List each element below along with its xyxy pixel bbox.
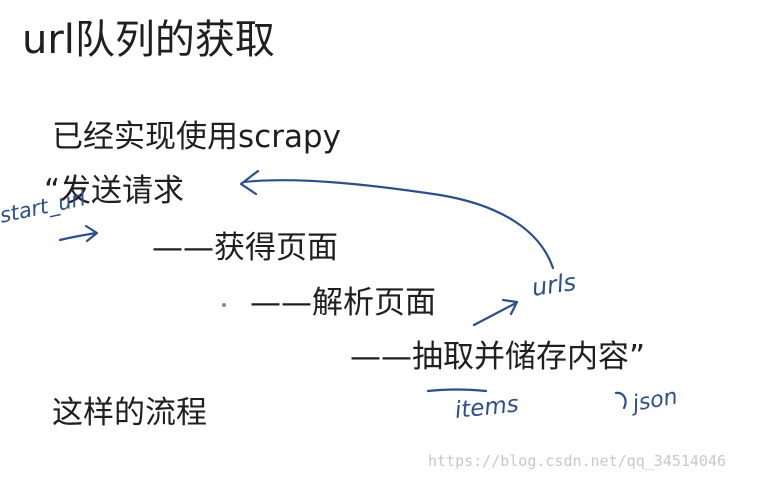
return-arrow-head (239, 169, 260, 196)
handwritten-json: json (630, 384, 680, 417)
items-stroke (426, 388, 488, 393)
stray-dot (222, 303, 226, 307)
handwritten-urls: urls (530, 267, 578, 302)
content-line-2: “发送请求 (44, 173, 185, 209)
handwritten-items: items (453, 391, 520, 424)
urls-arrow-head (501, 298, 519, 316)
urls-arrow-line (472, 301, 518, 327)
slide-title: url队列的获取 (22, 17, 275, 63)
content-line-5: ——抽取并储存内容” (350, 339, 646, 375)
content-line-3: ——获得页面 (152, 230, 338, 266)
content-line-6: 这样的流程 (52, 395, 207, 431)
json-hook (614, 391, 627, 410)
content-line-4: ——解析页面 (250, 285, 436, 321)
watermark-url: https://blog.csdn.net/qq_34514046 (428, 452, 727, 470)
content-line-1: 已经实现使用scrapy (52, 119, 341, 155)
start-url-arrow-line (58, 231, 98, 242)
start-url-arrow-head (84, 224, 99, 243)
